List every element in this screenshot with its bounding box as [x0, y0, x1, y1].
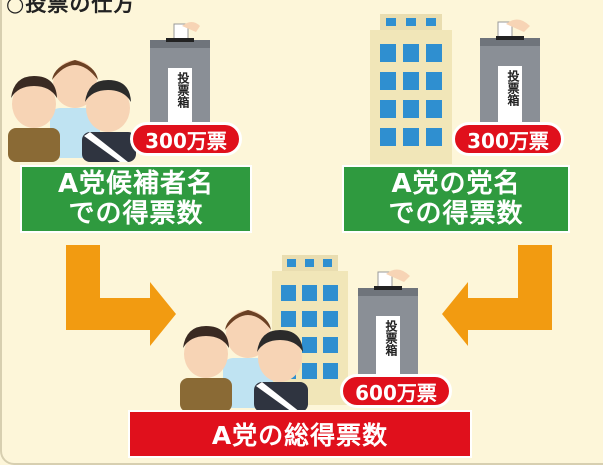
party-votes-label-line1: A党の党名 [391, 169, 521, 199]
party-votes-count: 300万票 [452, 122, 564, 156]
candidate-votes-count: 300万票 [130, 122, 242, 156]
total-votes-box: A党の総得票数 [128, 410, 472, 458]
party-votes-box: A党の党名 での得票数 [342, 165, 570, 233]
candidate-votes-label-line1: A党候補者名 [57, 169, 215, 199]
candidates-illustration [8, 60, 136, 162]
ballot-box-left-label: 投票箱 [176, 72, 190, 108]
ballot-box-bottom-icon [358, 269, 418, 402]
header-text: ○投票の仕方 [6, 0, 136, 16]
candidate-votes-box: A党候補者名 での得票数 [20, 165, 252, 233]
candidate-votes-label-line2: での得票数 [68, 199, 204, 229]
ballot-box-bottom-label: 投票箱 [384, 320, 398, 356]
ballot-box-right-label: 投票箱 [506, 70, 520, 106]
party-building-illustration [370, 14, 452, 164]
party-votes-label-line2: での得票数 [388, 199, 524, 229]
total-votes-count: 600万票 [340, 374, 452, 408]
total-candidates-illustration [180, 310, 308, 412]
